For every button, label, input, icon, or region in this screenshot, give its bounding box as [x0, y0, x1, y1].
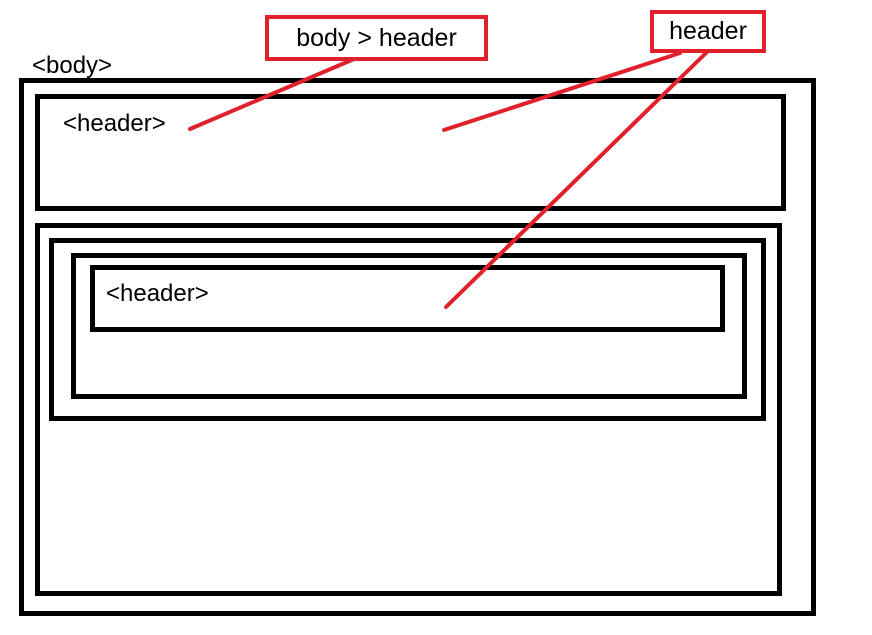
leader-line-child-selector	[188, 57, 356, 131]
outer-header-tag-label: <header>	[63, 110, 166, 137]
nested-header-box	[90, 265, 725, 332]
nested-header-tag-label: <header>	[106, 280, 209, 307]
leader-line-type-to-nested	[444, 49, 710, 309]
body-tag-label: <body>	[32, 52, 113, 79]
child-selector-callout: body > header	[265, 15, 488, 61]
content-container-box	[35, 223, 782, 596]
outer-header-box	[35, 94, 786, 211]
leader-line-type-to-outer	[442, 51, 682, 132]
body-box	[19, 78, 816, 616]
nested-wrapper-inner-box	[71, 253, 747, 399]
type-selector-callout: header	[650, 10, 766, 53]
nested-wrapper-outer-box	[49, 238, 766, 421]
